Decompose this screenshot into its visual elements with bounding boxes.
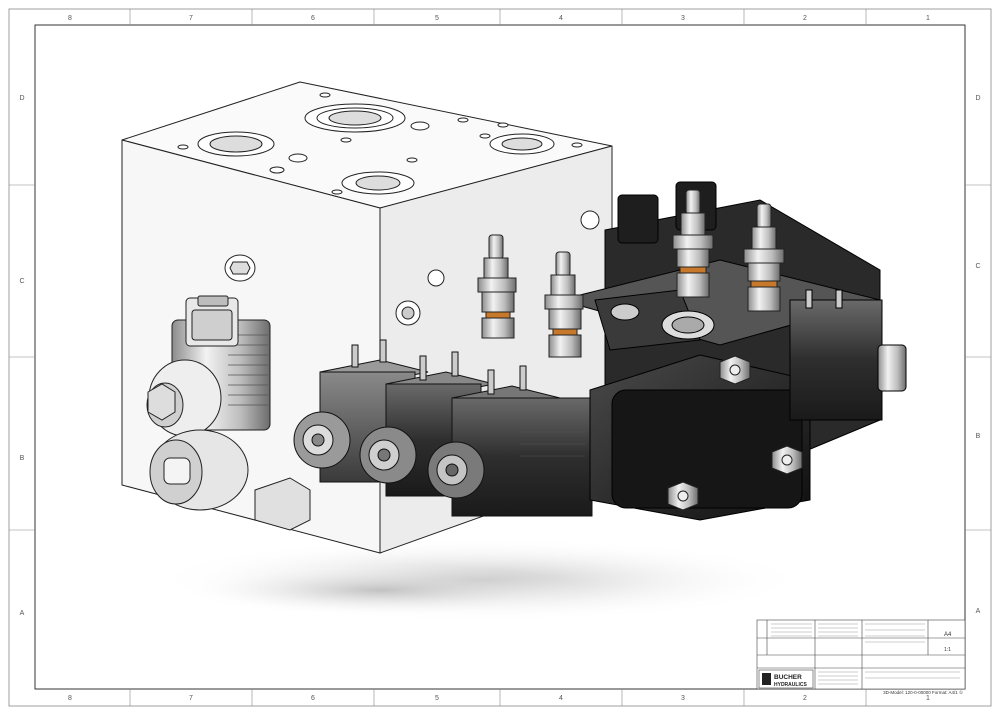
left-solenoid-assembly xyxy=(146,295,311,531)
block-top-ports xyxy=(177,92,583,195)
brand-name: BUCHER xyxy=(774,674,802,681)
lower-valve-insert xyxy=(163,457,191,485)
override-hex-nut xyxy=(147,383,176,421)
bolt-hole xyxy=(479,133,491,139)
valve-cover-plate xyxy=(611,389,803,509)
col-label: 2 xyxy=(803,695,807,702)
plug-hex xyxy=(229,261,251,275)
col-label: 6 xyxy=(311,695,315,702)
row-label: C xyxy=(19,278,24,285)
col-label: 5 xyxy=(435,15,439,22)
knurled-nut-core xyxy=(311,433,325,447)
bolt-hole xyxy=(571,142,583,148)
col-label: 8 xyxy=(68,15,72,22)
hex-bolt-washer xyxy=(729,364,741,376)
title-block xyxy=(756,619,966,690)
zone-ticks xyxy=(9,9,991,706)
plug xyxy=(401,306,415,320)
bolt-hole xyxy=(288,153,308,163)
cartridge-valves xyxy=(477,189,785,358)
sheet-size: A4 xyxy=(944,632,952,638)
plug xyxy=(427,269,445,287)
bolt-hole xyxy=(269,166,285,174)
row-label: A xyxy=(976,608,981,615)
bolt-hole xyxy=(331,189,343,195)
cartridge-valve xyxy=(672,189,714,298)
bolt-hole xyxy=(497,122,509,128)
hex-bolts xyxy=(667,355,803,511)
coil-terminal xyxy=(379,339,387,363)
row-labels-right: D C B A xyxy=(975,95,980,615)
solenoid-coil-row xyxy=(293,339,593,517)
brand-subname: HYDRAULICS xyxy=(774,682,807,688)
end-coil xyxy=(789,299,883,421)
floor-shadow xyxy=(180,565,580,615)
col-label: 1 xyxy=(926,695,930,702)
rear-connector xyxy=(617,194,659,244)
col-label: 5 xyxy=(435,695,439,702)
hex-bolt-washer xyxy=(781,454,793,466)
hex-plug xyxy=(254,477,311,531)
bolt-hole xyxy=(457,117,469,123)
hex-bolt-washer xyxy=(677,490,689,502)
bolt-hole xyxy=(177,144,189,150)
row-label: B xyxy=(976,433,981,440)
directional-valve-section xyxy=(558,181,907,521)
valve-port xyxy=(610,303,640,321)
connector-latch xyxy=(197,295,229,307)
cartridge-valve xyxy=(544,251,584,358)
connector-plug-inner xyxy=(191,309,233,341)
port xyxy=(501,137,543,151)
row-label: D xyxy=(975,95,980,102)
port xyxy=(328,110,382,126)
port xyxy=(355,175,401,191)
col-label: 8 xyxy=(68,695,72,702)
col-label: 1 xyxy=(926,15,930,22)
drawing-id: 3D-Model: 120-0-00000 Format: A4/1 ① xyxy=(883,690,964,695)
row-label: C xyxy=(975,263,980,270)
cartridge-valve xyxy=(477,234,517,339)
end-shaft xyxy=(877,344,907,392)
end-coil-terminal xyxy=(835,289,843,309)
coil-ribs xyxy=(520,419,585,457)
coil-terminal xyxy=(419,355,427,381)
logo-box xyxy=(758,669,814,689)
plug xyxy=(580,210,600,230)
col-label: 2 xyxy=(803,15,807,22)
coil-terminal xyxy=(451,351,459,377)
title-block-fine-text xyxy=(771,623,960,685)
row-label: B xyxy=(20,455,25,462)
bolt-hole xyxy=(410,121,430,131)
valve-port-inner xyxy=(671,316,705,334)
knurled-nut-core xyxy=(377,448,391,462)
knurled-nut-core xyxy=(445,463,459,477)
col-label: 7 xyxy=(189,15,193,22)
coil-terminal xyxy=(351,344,359,368)
row-labels-left: D C B A xyxy=(19,95,24,617)
coil-terminal xyxy=(487,369,495,395)
cartridge-valve xyxy=(743,203,785,312)
col-label: 4 xyxy=(559,15,563,22)
coil-terminal xyxy=(519,365,527,391)
col-label: 4 xyxy=(559,695,563,702)
col-label: 7 xyxy=(189,695,193,702)
bolt-hole xyxy=(406,157,418,163)
sheet-scale: 1:1 xyxy=(944,647,951,653)
col-label: 3 xyxy=(681,15,685,22)
block-side-plugs xyxy=(224,210,600,326)
coil-fins xyxy=(228,334,268,406)
col-label: 3 xyxy=(681,695,685,702)
column-labels-bottom: 8 7 6 5 4 3 2 1 xyxy=(68,695,930,702)
logo-mark xyxy=(762,673,771,685)
port xyxy=(209,135,263,153)
bolt-hole xyxy=(340,137,352,143)
col-label: 6 xyxy=(311,15,315,22)
bolt-hole xyxy=(319,92,331,98)
row-label: A xyxy=(20,610,25,617)
column-labels-top: 8 7 6 5 4 3 2 1 xyxy=(68,15,930,22)
row-label: D xyxy=(19,95,24,102)
end-coil-terminal xyxy=(805,289,813,309)
